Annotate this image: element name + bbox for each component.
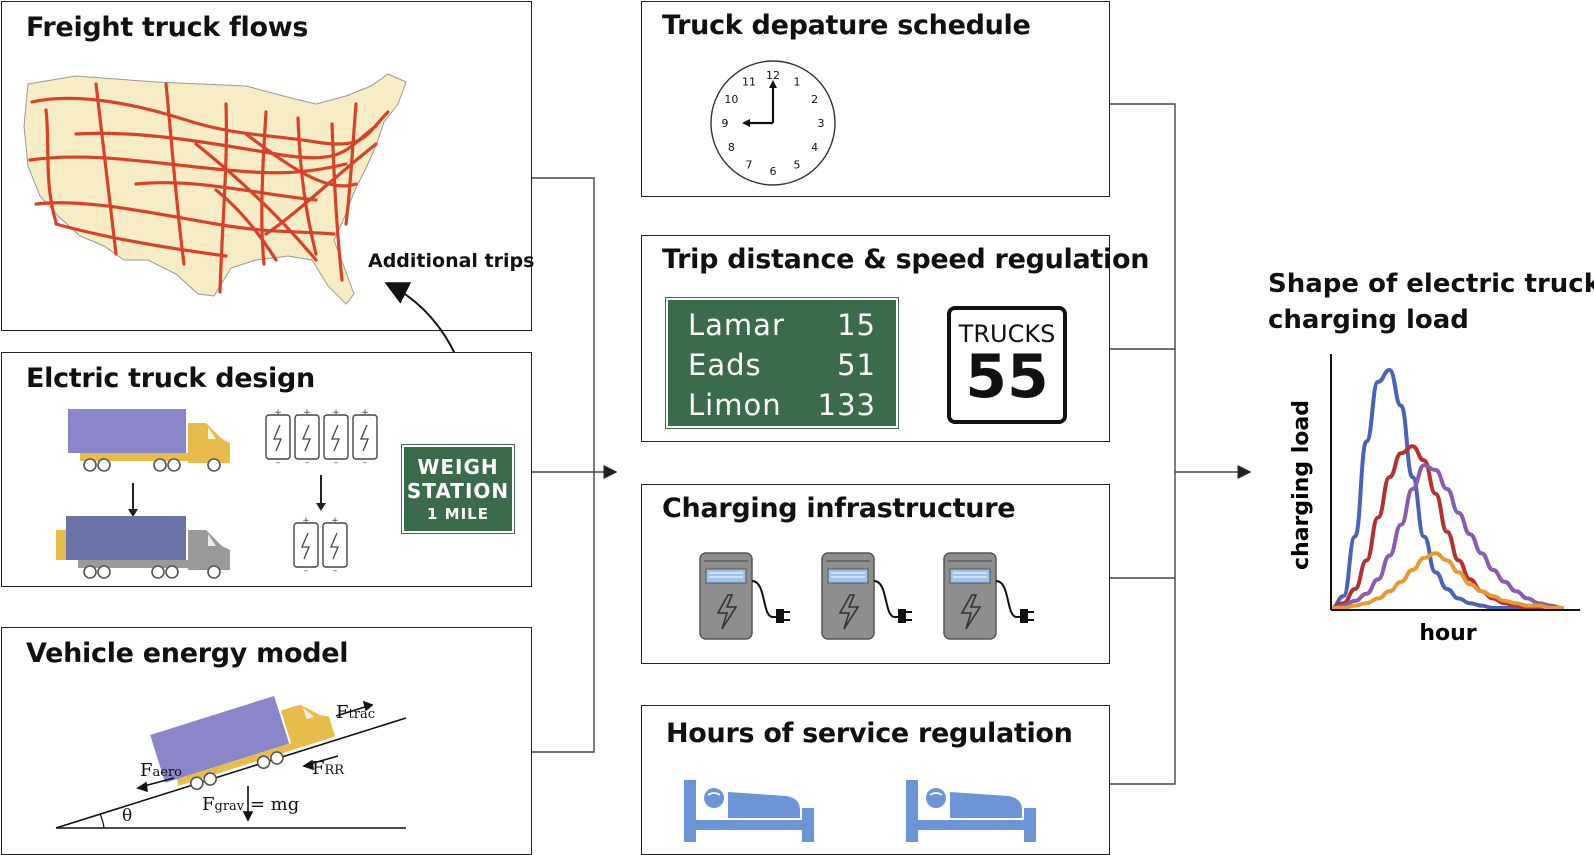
design-panel: Elctric truck design [1, 352, 532, 587]
energy-panel: Vehicle energy model Ftrac Faero FRR [1, 627, 532, 855]
schedule-title: Truck depature schedule [662, 10, 1031, 41]
result-title-line2: charging load [1268, 305, 1469, 335]
design-down-arrow-1-head [128, 509, 138, 517]
svg-text:+: + [274, 409, 282, 418]
trip-title: Trip distance & speed regulation [662, 244, 1150, 275]
svg-text:+: + [361, 409, 369, 418]
truck-electric-icon [56, 516, 230, 579]
svg-text:–: – [363, 458, 368, 465]
clock-number-3: 3 [818, 117, 825, 130]
clock-number-4: 4 [811, 141, 818, 154]
design-down-arrow-1 [132, 483, 134, 513]
charger-icon-2 [821, 552, 912, 640]
svg-text:–: – [333, 566, 338, 573]
clock-number-7: 7 [746, 159, 753, 172]
incline-angle-label: θ [122, 806, 133, 826]
svg-text:–: – [304, 566, 309, 573]
svg-text:+: + [303, 409, 311, 418]
clock-number-1: 1 [794, 75, 801, 88]
svg-text:+: + [302, 517, 310, 526]
chart-series-line-3 [1330, 463, 1564, 610]
force-traction-label: Ftrac [336, 702, 375, 723]
distance-row-limon: Limon 133 [688, 388, 876, 422]
incline-diagram [55, 695, 407, 829]
clock-number-9: 9 [722, 117, 729, 130]
chart-x-label: hour [1419, 621, 1476, 646]
chart-series-line-4 [1330, 551, 1564, 610]
charging-load-chart: hour charging load [1289, 354, 1580, 646]
chart-y-label: charging load [1289, 400, 1314, 570]
freight-panel: Freight truck flows Additional trips [1, 1, 535, 331]
design-down-arrow-2 [320, 475, 322, 507]
distance-sign: Lamar 15 Eads 51 Limon 133 [665, 297, 899, 429]
weigh-station-sign: WEIGH STATION 1 MILE [401, 444, 515, 534]
chart-series-line-2 [1330, 444, 1564, 610]
clock-number-11: 11 [742, 75, 756, 88]
speed-limit-sign: TRUCKS 55 [947, 306, 1067, 424]
clock-number-6: 6 [770, 165, 777, 178]
charger-icon-1 [699, 552, 790, 640]
freight-routes [28, 82, 390, 294]
result-title-line1: Shape of electric truck’s [1268, 269, 1594, 299]
battery-pack-small-icon: + + – – [293, 517, 348, 573]
svg-text:+: + [331, 517, 339, 526]
weigh-station-line2: STATION [406, 479, 510, 503]
truck-diesel-icon [68, 409, 230, 472]
hours-title: Hours of service regulation [666, 718, 1073, 749]
battery-pack-large-icon: + + + + – – – – [265, 409, 378, 465]
clock-number-5: 5 [794, 159, 801, 172]
clock-number-2: 2 [811, 93, 818, 106]
design-title: Elctric truck design [26, 363, 315, 394]
clock-number-10: 10 [724, 93, 738, 106]
weigh-station-line1: WEIGH [417, 455, 499, 479]
additional-trips-label: Additional trips [368, 250, 535, 272]
svg-text:–: – [334, 458, 339, 465]
bed-icon-2 [906, 780, 1036, 842]
speed-sign-label: TRUCKS [958, 320, 1056, 348]
us-freight-map [23, 73, 407, 305]
charger-icon-3 [943, 552, 1034, 640]
chart-series-group [1330, 367, 1564, 610]
speed-sign-value: 55 [965, 342, 1049, 412]
design-down-arrow-2-head [316, 503, 326, 511]
right-bracket-line [1110, 103, 1176, 785]
freight-title: Freight truck flows [26, 12, 309, 43]
clock-number-12: 12 [766, 69, 780, 82]
weigh-station-line3: 1 MILE [427, 505, 489, 523]
force-gravity-label: Fgrav = mg [202, 794, 300, 815]
charging-panel: Charging infrastructure [641, 484, 1110, 664]
distance-row-lamar: Lamar 15 [688, 308, 876, 342]
trip-panel: Trip distance & speed regulation Lamar 1… [641, 235, 1149, 442]
force-aero-label: Faero [140, 760, 182, 781]
force-rolling-resistance-label: FRR [312, 758, 345, 779]
left-bracket-line [532, 177, 595, 753]
svg-text:–: – [276, 458, 281, 465]
hours-panel: Hours of service regulation [641, 705, 1110, 855]
clock-number-8: 8 [728, 141, 735, 154]
svg-text:–: – [305, 458, 310, 465]
bed-icon-1 [684, 780, 814, 842]
distance-row-eads: Eads 51 [688, 348, 876, 382]
energy-title: Vehicle energy model [26, 638, 349, 669]
svg-text:+: + [332, 409, 340, 418]
charging-title: Charging infrastructure [662, 493, 1016, 524]
